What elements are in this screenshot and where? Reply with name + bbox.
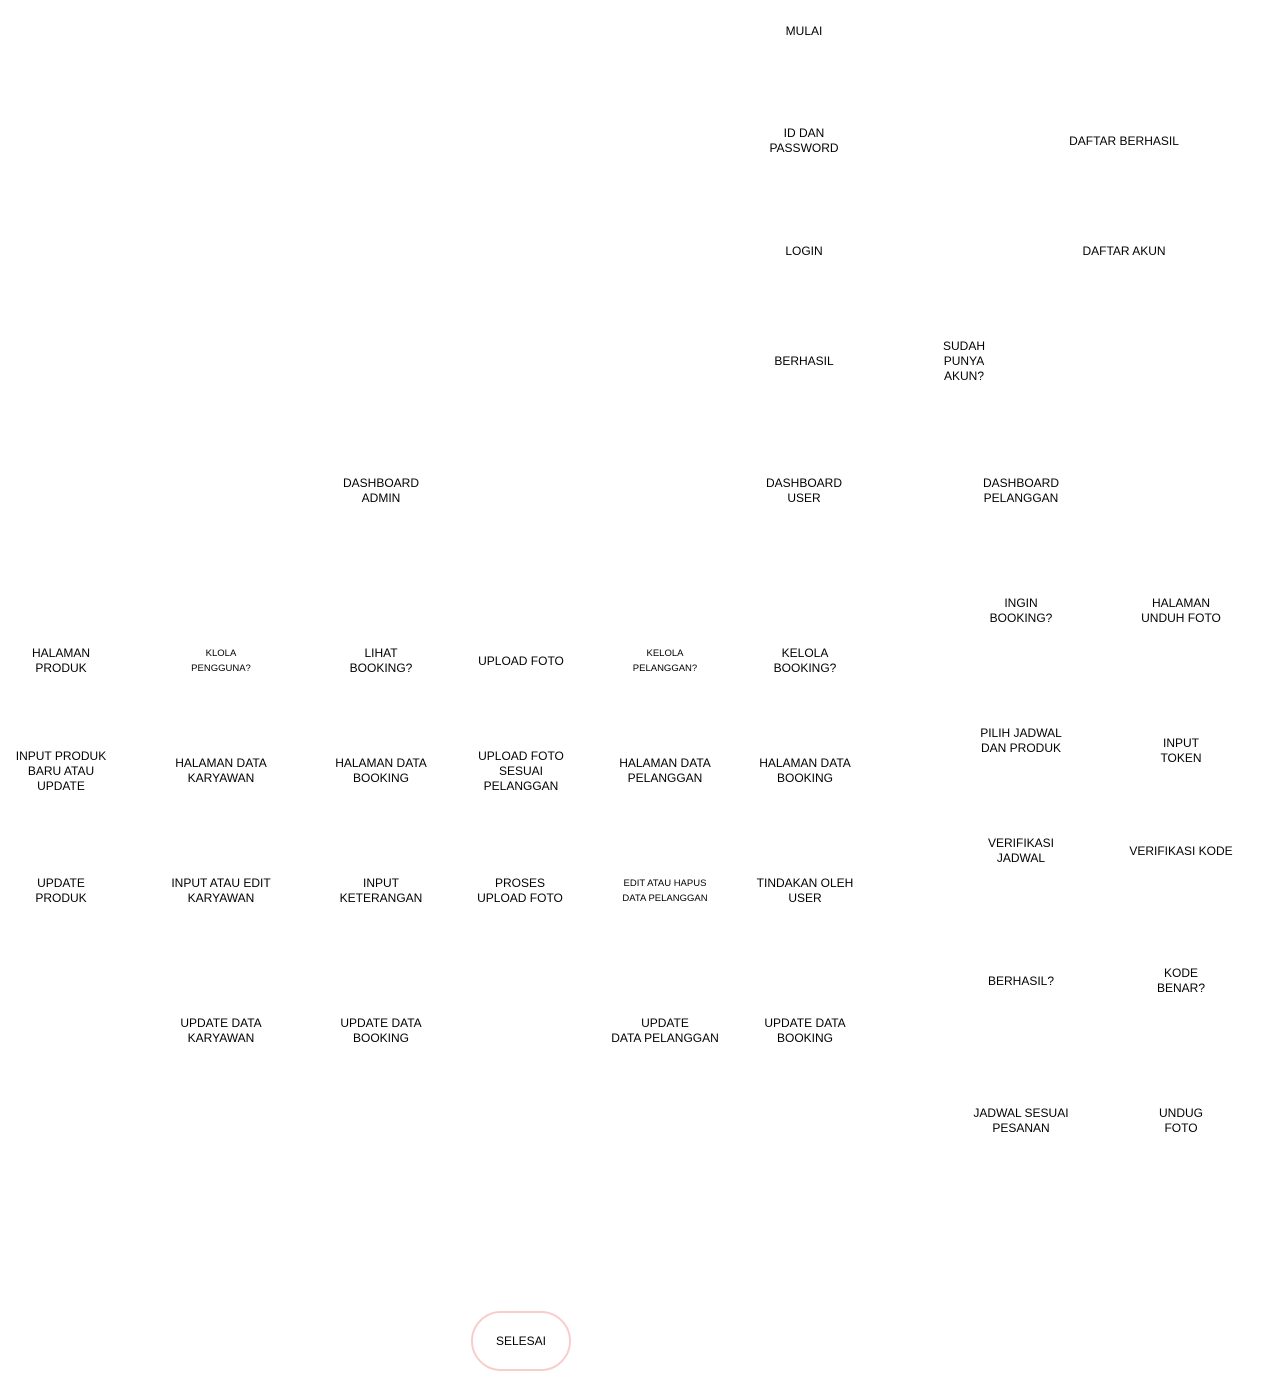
node-mulai: MULAI bbox=[785, 23, 823, 38]
node-update-data-booking-user: UPDATE DATA BOOKING bbox=[764, 1016, 846, 1045]
node-tindakan-oleh-user: TINDAKAN OLEH USER bbox=[756, 876, 854, 905]
node-verifikasi-jadwal: VERIFIKASI JADWAL bbox=[987, 836, 1055, 865]
node-unduh-foto: UNDUG FOTO bbox=[1159, 1106, 1203, 1135]
node-halaman-produk: HALAMAN PRODUK bbox=[31, 646, 90, 675]
node-update-data-booking-admin: UPDATE DATA BOOKING bbox=[340, 1016, 422, 1045]
node-selesai: SELESAI bbox=[471, 1311, 571, 1371]
node-upload-foto: UPLOAD FOTO bbox=[478, 653, 564, 668]
node-halaman-data-booking-user: HALAMAN DATA BOOKING bbox=[759, 756, 851, 785]
node-id-password: ID DAN PASSWORD bbox=[769, 126, 839, 155]
node-input-produk-baru: INPUT PRODUK BARU ATAU UPDATE bbox=[15, 748, 107, 793]
node-ingin-booking: INGIN BOOKING? bbox=[989, 596, 1053, 625]
node-daftar-akun: DAFTAR AKUN bbox=[1082, 243, 1166, 258]
node-edit-hapus-pelanggan: EDIT ATAU HAPUS DATA PELANGGAN bbox=[622, 878, 708, 904]
node-berhasil-decision: BERHASIL? bbox=[987, 973, 1055, 988]
node-lihat-booking: LIHAT BOOKING? bbox=[349, 646, 413, 675]
node-halaman-unduh-foto: HALAMAN UNDUH FOTO bbox=[1141, 596, 1221, 625]
node-input-keterangan: INPUT KETERANGAN bbox=[339, 876, 423, 905]
node-input-token: INPUT TOKEN bbox=[1160, 736, 1202, 765]
node-login: LOGIN bbox=[785, 243, 823, 258]
node-kelola-booking: KELOLA BOOKING? bbox=[773, 646, 837, 675]
node-dashboard-user: DASHBOARD USER bbox=[765, 476, 842, 505]
node-halaman-data-karyawan: HALAMAN DATA KARYAWAN bbox=[175, 756, 267, 785]
node-jadwal-sesuai-pesanan: JADWAL SESUAI PESANAN bbox=[973, 1106, 1069, 1135]
node-update-data-pelanggan: UPDATE DATA PELANGGAN bbox=[611, 1016, 719, 1045]
node-update-produk: UPDATE PRODUK bbox=[35, 876, 87, 905]
node-daftar-berhasil: DAFTAR BERHASIL bbox=[1069, 133, 1179, 148]
node-berhasil: BERHASIL bbox=[774, 353, 834, 368]
node-dashboard-admin: DASHBOARD ADMIN bbox=[342, 476, 419, 505]
node-halaman-data-booking-admin: HALAMAN DATA BOOKING bbox=[335, 756, 427, 785]
node-klola-pengguna: KLOLA PENGGUNA? bbox=[191, 648, 251, 674]
node-input-edit-karyawan: INPUT ATAU EDIT KARYAWAN bbox=[171, 876, 271, 905]
node-pilih-jadwal-produk: PILIH JADWAL DAN PRODUK bbox=[980, 726, 1062, 755]
node-verifikasi-kode: VERIFIKASI KODE bbox=[1129, 843, 1233, 858]
node-dashboard-pelanggan: DASHBOARD PELANGGAN bbox=[982, 476, 1059, 505]
node-update-data-karyawan: UPDATE DATA KARYAWAN bbox=[180, 1016, 262, 1045]
node-kode-benar: KODE BENAR? bbox=[1156, 966, 1206, 995]
node-kelola-pelanggan: KELOLA PELANGGAN? bbox=[632, 648, 698, 674]
node-sudah-punya-akun: SUDAH PUNYA AKUN? bbox=[942, 338, 985, 383]
node-halaman-data-pelanggan: HALAMAN DATA PELANGGAN bbox=[619, 756, 711, 785]
node-proses-upload-foto: PROSES UPLOAD FOTO bbox=[477, 876, 563, 905]
node-upload-foto-sesuai: UPLOAD FOTO SESUAI PELANGGAN bbox=[478, 748, 564, 793]
